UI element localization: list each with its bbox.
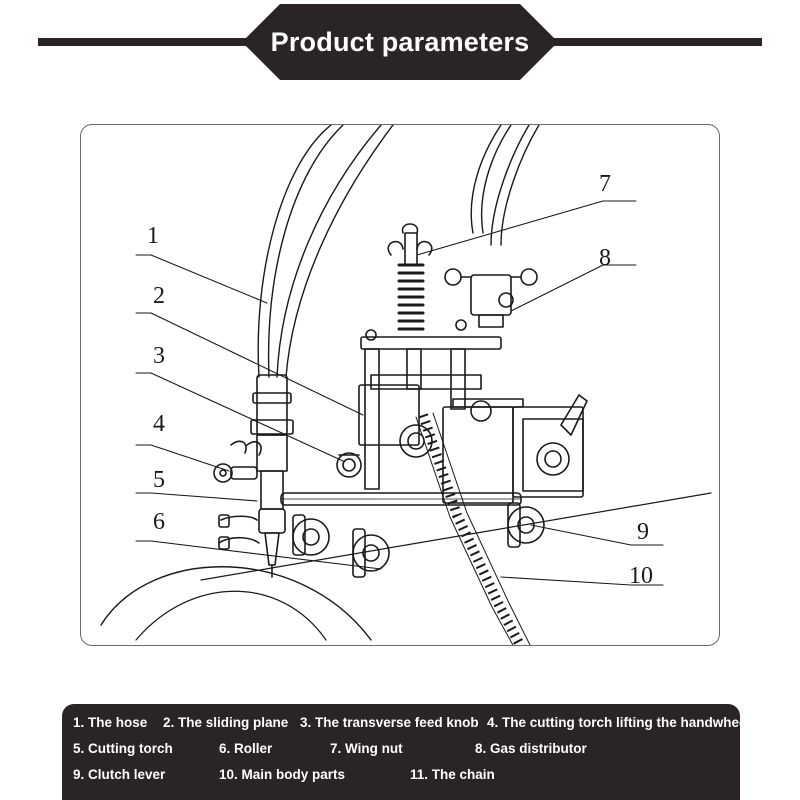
legend-item: 6. Roller [219, 741, 273, 756]
callout-9: 9 [637, 519, 649, 545]
legend-item: 9. Clutch lever [73, 767, 166, 782]
callout-3: 3 [153, 343, 165, 369]
callout-7: 7 [599, 171, 611, 197]
parts-legend: 1. The hose 2. The sliding plane 3. The … [62, 704, 750, 800]
legend-item: 2. The sliding plane [163, 715, 289, 730]
callout-2: 2 [153, 283, 165, 309]
legend-item: 4. The cutting torch lifting the handwhe… [487, 715, 751, 730]
machine-diagram: 1 2 3 4 5 6 7 8 9 10 [80, 124, 720, 646]
callout-8: 8 [599, 245, 611, 271]
legend-item: 7. Wing nut [330, 741, 403, 756]
legend-item: 5. Cutting torch [73, 741, 173, 756]
pipe-cutting-machine-drawing: 1 2 3 4 5 6 7 8 9 10 [100, 125, 712, 645]
legend-item: 10. Main body parts [219, 767, 346, 782]
header-banner: Product parameters [242, 4, 558, 80]
legend-item: 8. Gas distributor [475, 741, 587, 756]
callout-10: 10 [629, 563, 653, 589]
callout-1: 1 [147, 223, 159, 249]
page-title: Product parameters [270, 26, 530, 57]
callout-4: 4 [153, 411, 165, 437]
legend-item: 3. The transverse feed knob [300, 715, 479, 730]
callout-5: 5 [153, 467, 165, 493]
legend-item: 11. The chain [410, 767, 495, 782]
legend-item: 1. The hose [73, 715, 148, 730]
callout-6: 6 [153, 509, 165, 535]
